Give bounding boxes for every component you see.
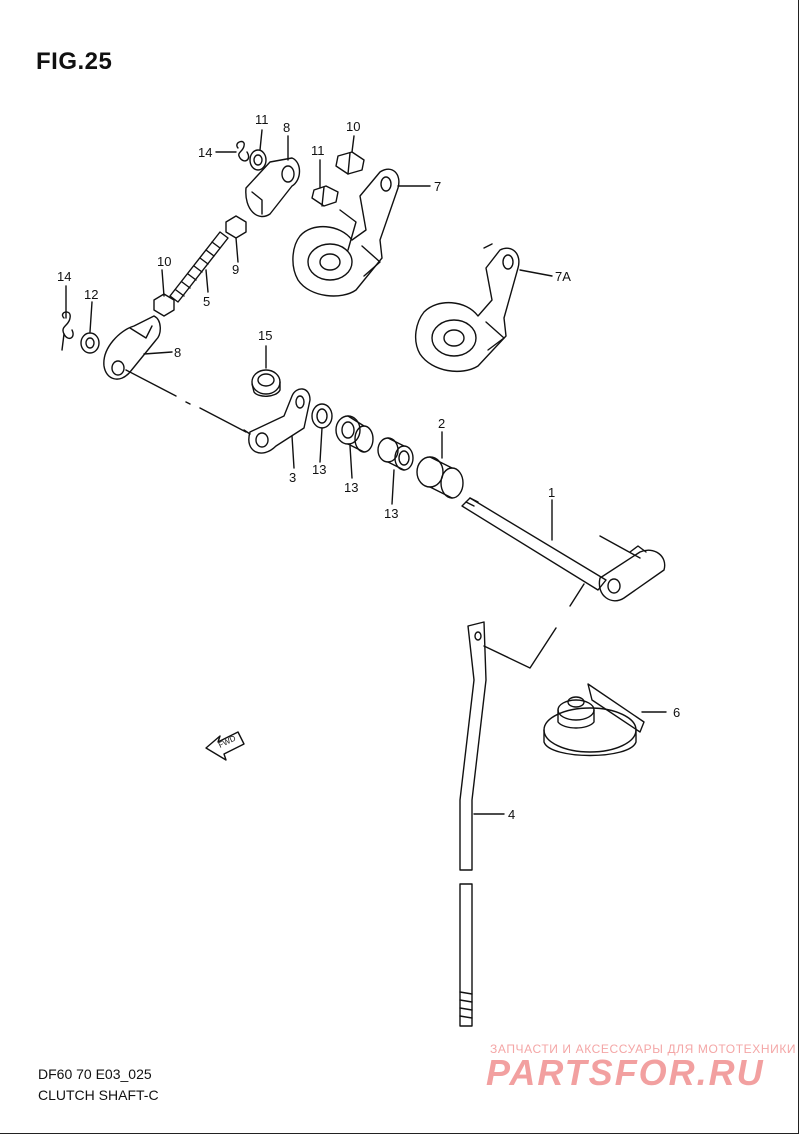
part-11-washer-lower[interactable] [80,332,100,354]
part-6-rubber-mount[interactable] [543,683,645,757]
assembly-line-shaft [483,535,641,669]
assembly-line-link [125,369,247,433]
callout-13-a: 13 [344,480,358,495]
part-11-washer-upper[interactable] [249,149,267,171]
callout-10-upper: 10 [346,119,360,134]
callout-11-lower: 12 [84,287,98,302]
part-7-clutch-lever[interactable] [292,168,400,297]
callout-1: 1 [548,485,555,500]
callout-11-upper: 11 [255,112,269,127]
part-13-collar-b[interactable] [377,437,414,471]
callout-8-lower: 8 [174,345,181,360]
callout-10-lower: 11 [311,143,325,158]
part-4-shift-rod[interactable] [459,621,487,1027]
figure-title: FIG.25 [36,48,113,75]
callout-labels: 14 11 8 10 11 7 7A 9 10 5 14 12 8 15 3 1… [57,112,680,822]
callout-7a: 7A [555,269,571,284]
part-7a-clutch-lever-alt[interactable] [414,243,520,373]
callout-8-upper: 8 [283,120,290,135]
part-8-link-end-lower[interactable] [103,315,161,380]
model-code: DF60 70 E03_025 [38,1066,152,1082]
watermark-tagline: ЗАПЧАСТИ И АКСЕССУАРЫ ДЛЯ МОТОТЕХНИКИ [490,1042,797,1056]
callout-3: 3 [289,470,296,485]
callout-15: 15 [258,328,272,343]
part-8-link-end-upper[interactable] [245,157,301,218]
part-9-nut-upper[interactable] [225,215,247,239]
callout-7: 7 [434,179,441,194]
part-13-collar-a[interactable] [335,415,374,453]
fwd-arrow-icon [205,731,245,761]
callout-4: 4 [508,807,515,822]
part-2-spacer[interactable] [416,456,464,499]
part-10-bolt-a[interactable] [335,151,365,175]
callout-9-upper: 9 [232,262,239,277]
callout-13-b: 13 [384,506,398,521]
part-5-threaded-rod[interactable] [169,231,229,303]
part-1-clutch-shaft[interactable] [461,497,666,602]
part-12-washer[interactable] [311,403,333,429]
watermark-logo: PARTSFOR.RU [486,1052,765,1093]
callout-14-upper: 14 [198,145,212,160]
section-name: CLUTCH SHAFT-C [38,1087,159,1103]
callout-6: 6 [673,705,680,720]
callout-12: 13 [312,462,326,477]
part-3-bracket[interactable] [243,388,311,454]
part-14-clip-lower[interactable] [61,311,74,351]
part-10-bolt-b[interactable] [311,185,339,207]
callout-5: 5 [203,294,210,309]
part-15-bushing[interactable] [251,369,281,397]
callout-2: 2 [438,416,445,431]
part-14-clip-upper[interactable] [236,140,250,162]
callout-9-lower: 10 [157,254,171,269]
leader-lines [65,129,667,815]
callout-14-lower: 14 [57,269,71,284]
